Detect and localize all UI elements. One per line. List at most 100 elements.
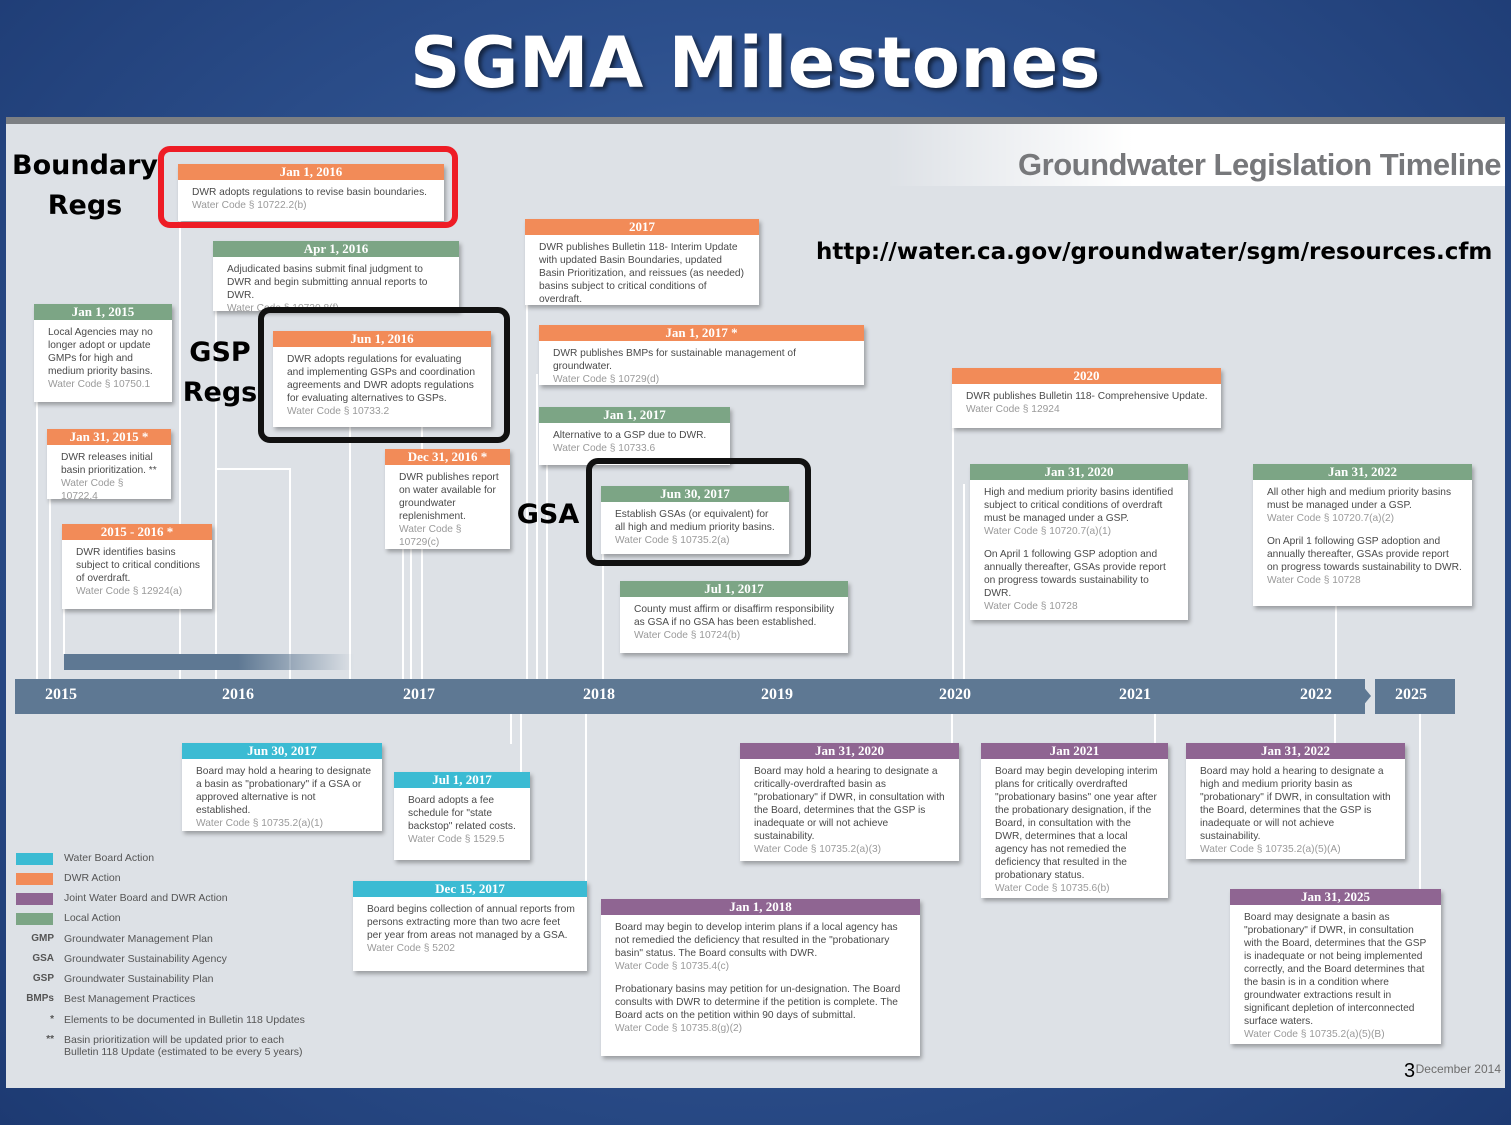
year-label: 2020 (939, 686, 971, 703)
connector-line (1335, 604, 1337, 679)
milestone-text: DWR adopts regulations for evaluating an… (287, 354, 476, 404)
gsp-regs-highlight (258, 307, 510, 443)
connector-line (179, 220, 181, 679)
water-code: Water Code § 10722.2(b) (192, 200, 307, 211)
milestone-card[interactable]: Jun 30, 2017 Establish GSAs (or equivale… (601, 486, 789, 554)
milestone-text: On April 1 following GSP adoption and an… (1267, 536, 1462, 573)
axis-arrow (1357, 679, 1371, 713)
milestone-card[interactable]: 2017 DWR publishes Bulletin 118- Interim… (525, 219, 759, 305)
milestone-card[interactable]: Jan 31, 2020 Board may hold a hearing to… (740, 743, 959, 861)
connector-line (1154, 714, 1156, 744)
page-number: 3 (1404, 1060, 1416, 1082)
water-code: Water Code § 10735.2(a)(3) (754, 844, 882, 855)
annotation-line: GSP (189, 337, 251, 368)
connector-line (402, 544, 404, 679)
milestone-card[interactable]: Apr 1, 2016 Adjudicated basins submit fi… (213, 241, 459, 314)
milestone-card[interactable]: Jan 31, 2022 Board may hold a hearing to… (1186, 743, 1405, 859)
milestone-text: Board may hold a hearing to designate a … (754, 766, 945, 842)
connector-line (952, 374, 954, 679)
legend-abbr: * (50, 1014, 54, 1025)
water-code: Water Code § 10735.2(a)(1) (196, 818, 324, 829)
milestone-date: Jan 31, 2020 (970, 464, 1188, 480)
gsa-highlight (586, 458, 811, 566)
connector-line (215, 468, 291, 470)
timeline-axis (15, 679, 1365, 714)
legend-swatch (16, 873, 53, 885)
water-code: Water Code § 1529.5 (408, 834, 505, 845)
water-code: Water Code § 10728 (1267, 575, 1361, 586)
legend-abbr: GSP (32, 973, 54, 984)
water-code: Water Code § 10724(b) (634, 630, 741, 641)
milestone-card[interactable]: Jun 30, 2017 Board may hold a hearing to… (182, 743, 382, 831)
milestone-date: Jun 1, 2016 (273, 331, 491, 347)
legend-abbr: GSA (32, 953, 54, 964)
milestone-text: DWR identifies basins subject to critica… (76, 547, 201, 584)
water-code: Water Code § 10729(c) (399, 524, 462, 548)
milestone-date: Jan 1, 2015 (34, 304, 172, 320)
milestone-text: Alternative to a GSP due to DWR. (553, 430, 707, 441)
annotation-line: Regs (182, 377, 258, 408)
header-band (886, 124, 1505, 186)
connector-line (1334, 714, 1336, 744)
milestone-text: Board may begin to develop interim plans… (615, 922, 898, 959)
milestone-date: Jun 30, 2017 (182, 743, 382, 759)
milestone-card[interactable]: 2020 DWR publishes Bulletin 118- Compreh… (952, 368, 1221, 428)
milestone-date: Jan 31, 2022 (1253, 464, 1472, 480)
legend-label: Groundwater Sustainability Agency (64, 953, 227, 965)
milestone-card[interactable]: Jan 31, 2022 All other high and medium p… (1253, 464, 1472, 606)
connector-line (289, 468, 291, 679)
legend-label: Local Action (64, 912, 121, 924)
milestone-date: Jan 31, 2022 (1186, 743, 1405, 759)
connector-line (215, 306, 217, 679)
milestone-text: DWR releases initial basin prioritizatio… (61, 452, 157, 476)
annotation-line: Regs (47, 190, 123, 221)
legend-label: Joint Water Board and DWR Action (64, 892, 228, 904)
water-code: Water Code § 10733.6 (553, 443, 656, 454)
water-code: Water Code § 10735.6(b) (995, 883, 1110, 894)
connector-line (1419, 714, 1421, 889)
resource-url[interactable]: http://water.ca.gov/groundwater/sgm/reso… (816, 239, 1493, 265)
boundary-regs-highlight (158, 146, 458, 228)
milestone-card[interactable]: Dec 15, 2017 Board begins collection of … (353, 881, 587, 971)
milestone-card[interactable]: Jan 1, 2018 Board may begin to develop i… (601, 899, 920, 1056)
legend-label: Bulletin 118 Update (estimated to be eve… (64, 1046, 303, 1058)
year-label: 2025 (1395, 686, 1427, 703)
milestone-date: Jan 1, 2018 (601, 899, 920, 915)
milestone-card[interactable]: Jun 1, 2016 DWR adopts regulations for e… (273, 331, 491, 427)
milestone-text: Local Agencies may no longer adopt or up… (48, 327, 153, 377)
water-code: Water Code § 10735.2(a) (615, 535, 730, 546)
milestone-card[interactable]: Jan 1, 2017 * DWR publishes BMPs for sus… (539, 325, 864, 385)
milestone-date: Jul 1, 2017 (620, 581, 848, 597)
connector-line (349, 424, 351, 679)
milestone-card[interactable]: Jan 1, 2017 Alternative to a GSP due to … (539, 407, 730, 465)
milestone-date: Jan 1, 2017 * (539, 325, 864, 341)
connector-line (421, 424, 423, 679)
milestone-text: High and medium priority basins identifi… (984, 487, 1174, 524)
connector-line (536, 374, 538, 679)
water-code: Water Code § 10750.1 (48, 379, 151, 390)
milestone-card[interactable]: Jan 1, 2015 Local Agencies may no longer… (34, 304, 172, 402)
milestone-text: Board may hold a hearing to designate a … (196, 766, 372, 816)
water-code: Water Code § 10728 (984, 601, 1078, 612)
milestone-text: County must affirm or disaffirm responsi… (634, 604, 835, 628)
milestone-card[interactable]: Jan 1, 2016 DWR adopts regulations to re… (178, 164, 444, 221)
milestone-date: Jan 31, 2020 (740, 743, 959, 759)
legend-label: Water Board Action (64, 852, 155, 864)
milestone-card[interactable]: 2015 - 2016 * DWR identifies basins subj… (62, 524, 212, 609)
milestone-text: Board may hold a hearing to designate a … (1200, 766, 1391, 842)
milestone-card[interactable]: Jul 1, 2017 County must affirm or disaff… (620, 581, 848, 653)
milestone-card[interactable]: Jan 31, 2020 High and medium priority ba… (970, 464, 1188, 620)
milestone-text: DWR publishes report on water available … (399, 472, 499, 522)
water-code: Water Code § 10735.2(a)(5)(B) (1244, 1029, 1385, 1040)
legend-abbr: GMP (31, 933, 54, 944)
milestone-card[interactable]: Jan 31, 2015 * DWR releases initial basi… (47, 429, 171, 502)
milestone-card[interactable]: Jan 31, 2025 Board may designate a basin… (1230, 889, 1441, 1044)
milestone-card[interactable]: Dec 31, 2016 * DWR publishes report on w… (385, 449, 510, 549)
year-label: 2015 (45, 686, 77, 703)
milestone-text: Adjudicated basins submit final judgment… (227, 264, 428, 301)
milestone-card[interactable]: Jan 2021 Board may begin developing inte… (981, 743, 1168, 898)
slide-title: SGMA Milestones (410, 22, 1101, 104)
water-code: Water Code § 5202 (367, 943, 455, 954)
milestone-card[interactable]: Jul 1, 2017 Board adopts a fee schedule … (394, 772, 530, 860)
milestone-text: Board adopts a fee schedule for "state b… (408, 795, 516, 832)
